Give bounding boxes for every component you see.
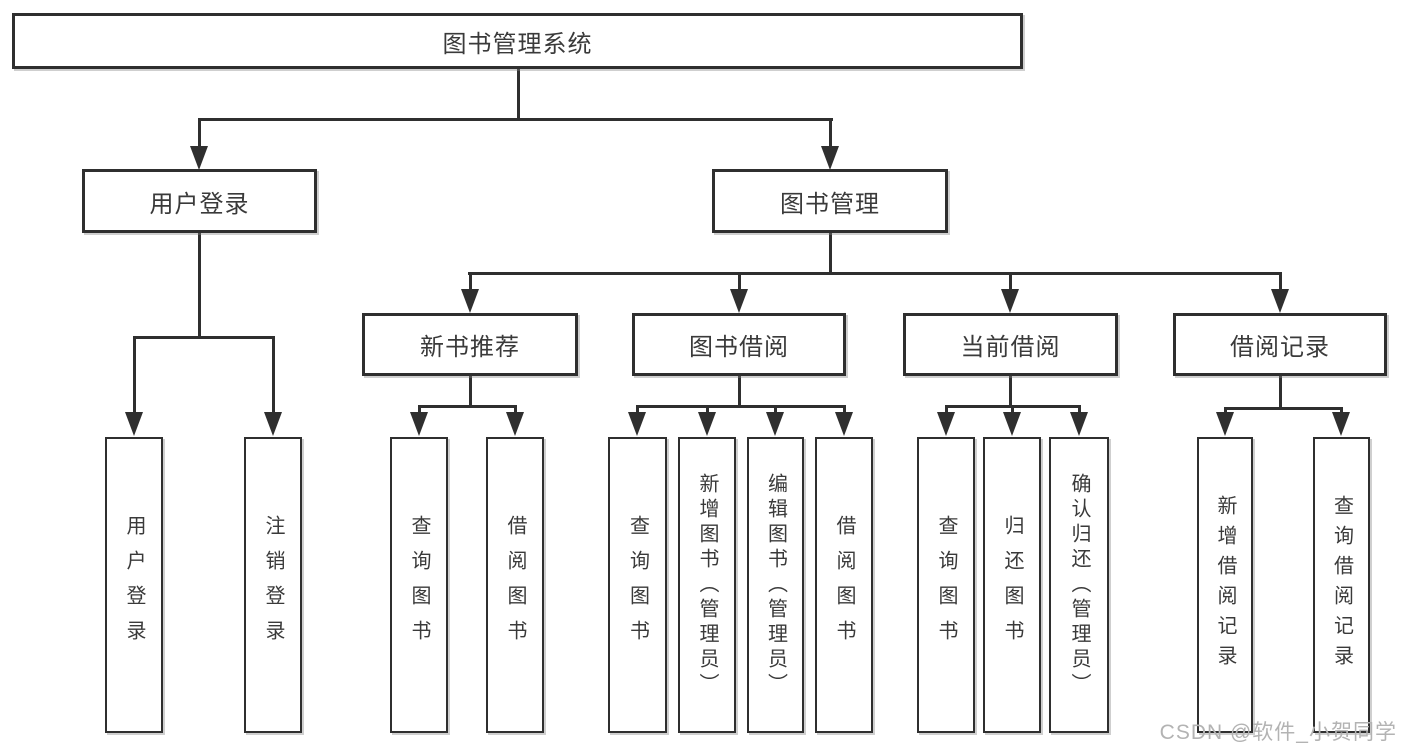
connector-line — [1224, 407, 1342, 410]
connector-line — [1011, 405, 1014, 415]
connector-line — [517, 69, 520, 118]
connector-line — [272, 336, 275, 414]
leaf-query-books-current: 查询图书 — [917, 437, 975, 733]
connector-line — [706, 405, 709, 415]
leaf-query-borrow-record: 查询借阅记录 — [1313, 437, 1370, 733]
node-label: 用户登录 — [149, 190, 250, 218]
arrow-down-icon — [730, 289, 748, 313]
arrow-down-icon — [190, 146, 208, 170]
leaf-label: 新增图书（管理员） — [696, 472, 718, 698]
connector-line — [774, 405, 777, 415]
node-label: 当前借阅 — [960, 334, 1061, 361]
connector-line — [133, 336, 274, 339]
connector-line — [738, 272, 741, 291]
arrow-down-icon — [1070, 412, 1088, 436]
leaf-logout: 注销登录 — [244, 437, 302, 733]
leaf-return-books: 归还图书 — [983, 437, 1041, 733]
arrow-down-icon — [766, 412, 784, 436]
connector-line — [468, 272, 1281, 275]
connector-line — [843, 405, 846, 415]
leaf-user-login: 用户登录 — [105, 437, 163, 733]
leaf-add-borrow-record: 新增借阅记录 — [1197, 437, 1253, 733]
node-label: 新书推荐 — [420, 334, 520, 361]
node-root-label: 图书管理系统 — [442, 30, 593, 58]
connector-line — [418, 405, 517, 408]
connector-line — [636, 405, 639, 415]
node-book-borrow: 图书借阅 — [632, 313, 846, 376]
connector-line — [829, 118, 832, 148]
arrow-down-icon — [1332, 412, 1350, 436]
arrow-down-icon — [835, 412, 853, 436]
node-label: 借阅记录 — [1230, 334, 1330, 361]
leaf-label: 查询图书 — [935, 515, 957, 655]
connector-line — [1340, 407, 1343, 415]
connector-line — [198, 118, 201, 148]
connector-line — [1279, 272, 1282, 291]
arrow-down-icon — [628, 412, 646, 436]
connector-line — [1279, 376, 1282, 407]
leaf-label: 借阅图书 — [833, 515, 855, 655]
leaf-edit-books-admin: 编辑图书（管理员） — [747, 437, 804, 733]
node-label: 图书借阅 — [689, 334, 789, 361]
arrow-down-icon — [264, 412, 282, 436]
connector-line — [738, 376, 741, 405]
watermark: CSDN @软件_小贺同学 — [1159, 721, 1397, 744]
node-book-management: 图书管理 — [712, 169, 948, 233]
node-user-login: 用户登录 — [82, 169, 317, 233]
connector-line — [1009, 272, 1012, 291]
node-borrow-records: 借阅记录 — [1173, 313, 1387, 376]
leaf-query-books-borrow: 查询图书 — [608, 437, 667, 733]
arrow-down-icon — [1001, 289, 1019, 313]
leaf-label: 查询借阅记录 — [1330, 495, 1353, 675]
arrow-down-icon — [821, 146, 839, 170]
leaf-label: 新增借阅记录 — [1214, 495, 1236, 675]
arrow-down-icon — [937, 412, 955, 436]
leaf-label: 用户登录 — [123, 515, 145, 655]
node-new-book-recommend: 新书推荐 — [362, 313, 578, 376]
arrow-down-icon — [698, 412, 716, 436]
connector-line — [1009, 376, 1012, 405]
leaf-borrow-books: 借阅图书 — [815, 437, 873, 733]
leaf-label: 编辑图书（管理员） — [764, 472, 787, 698]
connector-line — [198, 118, 833, 121]
leaf-add-books-admin: 新增图书（管理员） — [678, 437, 736, 733]
leaf-label: 注销登录 — [262, 515, 284, 655]
connector-line — [636, 405, 845, 408]
leaf-label: 确认归还（管理员） — [1068, 472, 1090, 698]
connector-line — [945, 405, 948, 415]
arrow-down-icon — [1216, 412, 1234, 436]
arrow-down-icon — [461, 289, 479, 313]
arrow-down-icon — [506, 412, 524, 436]
connector-line — [514, 405, 517, 415]
arrow-down-icon — [1003, 412, 1021, 436]
arrow-down-icon — [410, 412, 428, 436]
arrow-down-icon — [1271, 289, 1289, 313]
connector-line — [1078, 405, 1081, 415]
connector-line — [418, 405, 421, 415]
connector-line — [1224, 407, 1227, 415]
leaf-label: 查询图书 — [626, 515, 649, 655]
connector-line — [469, 376, 472, 405]
leaf-borrow-books-recommend: 借阅图书 — [486, 437, 544, 733]
connector-line — [133, 336, 136, 414]
leaf-label: 查询图书 — [408, 515, 430, 655]
connector-line — [198, 233, 201, 336]
leaf-confirm-return-admin: 确认归还（管理员） — [1049, 437, 1109, 733]
arrow-down-icon — [125, 412, 143, 436]
leaf-query-books-recommend: 查询图书 — [390, 437, 448, 733]
connector-line — [829, 233, 832, 272]
leaf-label: 归还图书 — [1001, 515, 1023, 655]
node-label: 图书管理 — [780, 190, 880, 218]
node-current-borrow: 当前借阅 — [903, 313, 1118, 376]
node-root: 图书管理系统 — [12, 13, 1023, 69]
connector-line — [469, 272, 472, 291]
leaf-label: 借阅图书 — [504, 515, 526, 655]
